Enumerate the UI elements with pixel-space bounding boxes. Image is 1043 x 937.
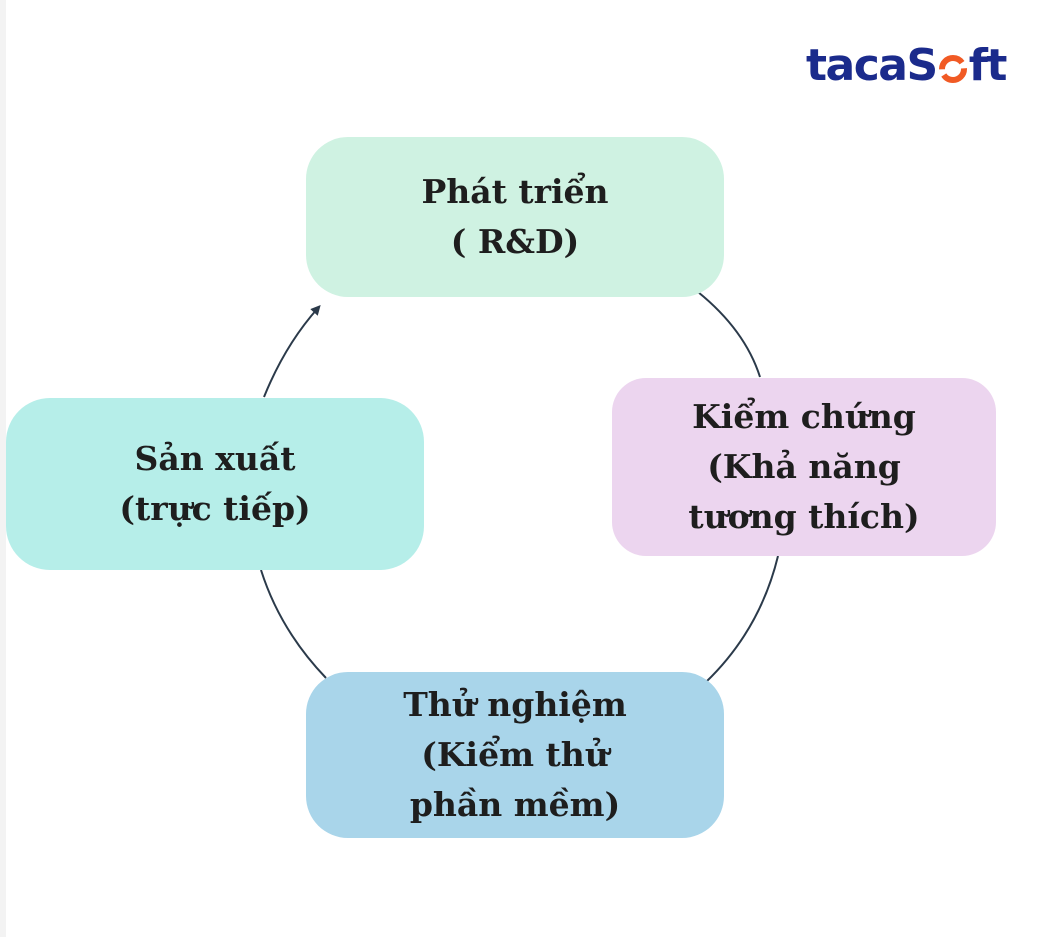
- node-testing-line-2: (Kiểm thử: [421, 735, 609, 774]
- node-verification: Kiểm chứng (Khả năng tương thích): [612, 378, 996, 556]
- node-verification-line-2: (Khả năng: [707, 447, 901, 486]
- node-development-line-1: Phát triển: [421, 172, 609, 211]
- node-testing: Thử nghiệm (Kiểm thử phần mềm): [306, 672, 724, 838]
- node-production: Sản xuất (trực tiếp): [6, 398, 424, 570]
- logo-text-taca: taca: [806, 40, 908, 91]
- node-production-line-2: (trực tiếp): [119, 489, 311, 528]
- logo-o-icon: [938, 54, 968, 84]
- page-left-edge: [0, 0, 6, 937]
- node-verification-line-3: tương thích): [688, 497, 920, 536]
- connector-dev-to-verify: [697, 291, 761, 378]
- logo-text-ft: ft: [968, 40, 1008, 91]
- node-development-line-2: ( R&D): [450, 222, 580, 261]
- node-production-line-1: Sản xuất: [134, 439, 296, 478]
- connector-test-to-prod: [260, 569, 327, 679]
- node-testing-line-1: Thử nghiệm: [403, 685, 627, 724]
- connector-verify-to-test: [705, 555, 779, 683]
- node-verification-line-1: Kiểm chứng: [692, 397, 916, 436]
- node-development: Phát triển ( R&D): [306, 137, 724, 297]
- connector-prod-to-dev-arrow: [263, 305, 321, 398]
- logo-text-s: S: [906, 40, 939, 91]
- node-testing-line-3: phần mềm): [409, 785, 621, 824]
